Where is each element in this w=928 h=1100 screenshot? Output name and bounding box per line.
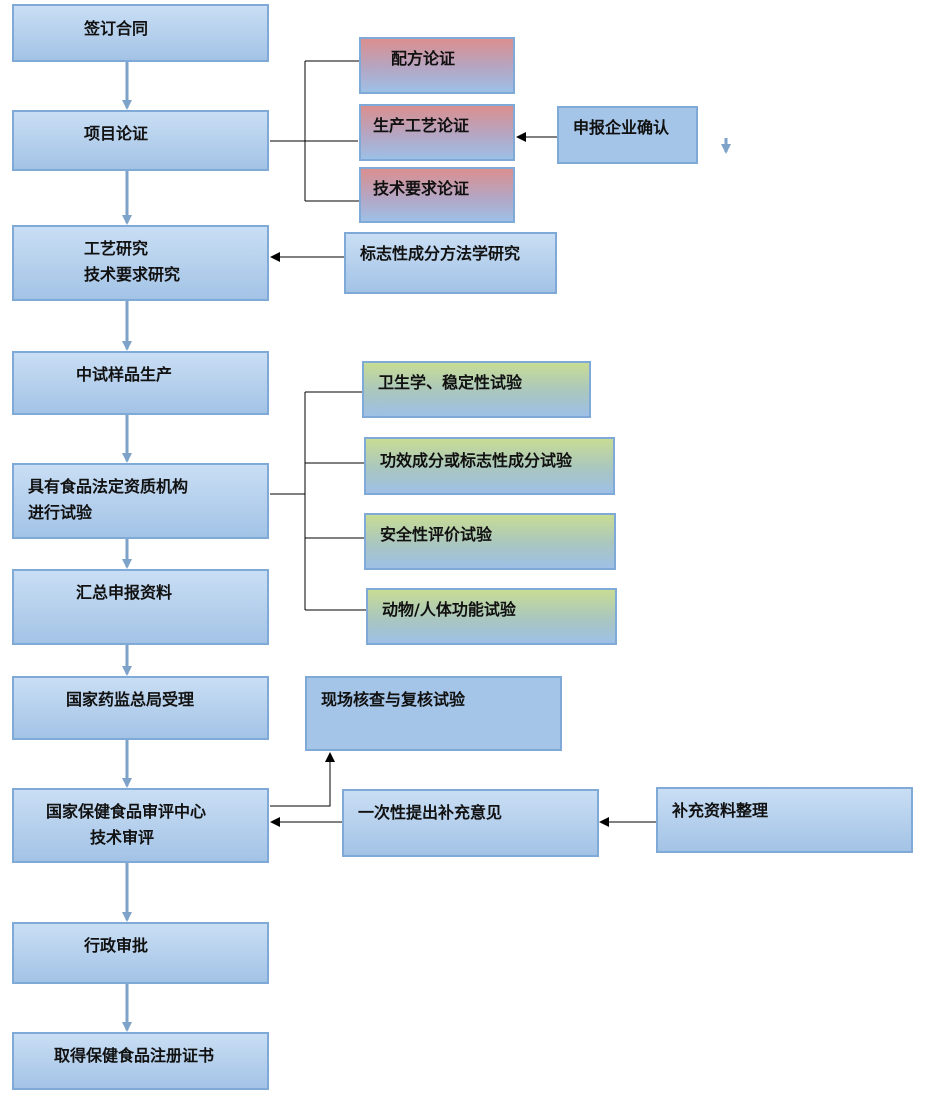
- pilot-production-label: 中试样品生产: [76, 365, 173, 384]
- safety-evaluation-label: 安全性评价试验: [380, 525, 493, 544]
- project-demo-box: 项目论证: [12, 110, 269, 171]
- process-research-line1: 工艺研究: [84, 239, 149, 258]
- animal-human-box: 动物/人体功能试验: [366, 588, 617, 645]
- summarize-materials-box: 汇总申报资料: [12, 569, 269, 645]
- supplement-opinion-box: 一次性提出补充意见: [342, 789, 599, 857]
- obtain-certificate-box: 取得保健食品注册证书: [12, 1032, 269, 1090]
- tech-requirement-demo-box: 技术要求论证: [359, 167, 515, 223]
- enterprise-confirm-label: 申报企业确认: [573, 118, 670, 137]
- formula-demo-box: 配方论证: [359, 37, 515, 94]
- tech-requirement-demo-label: 技术要求论证: [373, 179, 470, 198]
- supplement-opinion-label: 一次性提出补充意见: [358, 803, 503, 822]
- pilot-production-box: 中试样品生产: [12, 351, 269, 415]
- admin-approval-label: 行政审批: [84, 936, 149, 955]
- hygiene-stability-box: 卫生学、稳定性试验: [362, 361, 591, 418]
- process-research-line2: 技术要求研究: [84, 265, 181, 284]
- enterprise-confirm-box: 申报企业确认: [557, 106, 698, 164]
- admin-approval-box: 行政审批: [12, 922, 269, 984]
- production-process-demo-label: 生产工艺论证: [373, 116, 470, 135]
- sfda-acceptance-label: 国家药监总局受理: [66, 690, 195, 709]
- sfda-acceptance-box: 国家药监总局受理: [12, 676, 269, 740]
- sign-contract-box: 签订合同: [12, 4, 269, 62]
- project-demo-label: 项目论证: [84, 124, 149, 143]
- efficacy-marker-label: 功效成分或标志性成分试验: [380, 451, 573, 470]
- formula-demo-label: 配方论证: [391, 49, 456, 68]
- qualified-testing-line2: 进行试验: [28, 503, 93, 522]
- summarize-materials-label: 汇总申报资料: [76, 583, 173, 602]
- production-process-demo-box: 生产工艺论证: [359, 104, 515, 161]
- efficacy-marker-box: 功效成分或标志性成分试验: [364, 437, 615, 495]
- supplement-organize-box: 补充资料整理: [656, 787, 913, 853]
- tech-review-line1: 国家保健食品审评中心: [46, 802, 207, 821]
- obtain-certificate-label: 取得保健食品注册证书: [54, 1046, 215, 1065]
- marker-method-box: 标志性成分方法学研究: [344, 232, 557, 294]
- tech-review-line2: 技术审评: [90, 828, 155, 847]
- hygiene-stability-label: 卫生学、稳定性试验: [378, 373, 523, 392]
- qualified-testing-line1: 具有食品法定资质机构: [28, 477, 189, 496]
- onsite-inspection-box: 现场核查与复核试验: [305, 676, 562, 751]
- qualified-testing-box: 具有食品法定资质机构 进行试验: [12, 463, 269, 539]
- marker-method-label: 标志性成分方法学研究: [360, 244, 521, 263]
- safety-evaluation-box: 安全性评价试验: [364, 513, 616, 570]
- tech-review-box: 国家保健食品审评中心 技术审评: [12, 788, 269, 863]
- animal-human-label: 动物/人体功能试验: [382, 600, 516, 619]
- supplement-organize-label: 补充资料整理: [672, 801, 769, 820]
- process-research-box: 工艺研究 技术要求研究: [12, 225, 269, 301]
- onsite-inspection-label: 现场核查与复核试验: [321, 690, 466, 709]
- sign-contract-label: 签订合同: [84, 19, 149, 38]
